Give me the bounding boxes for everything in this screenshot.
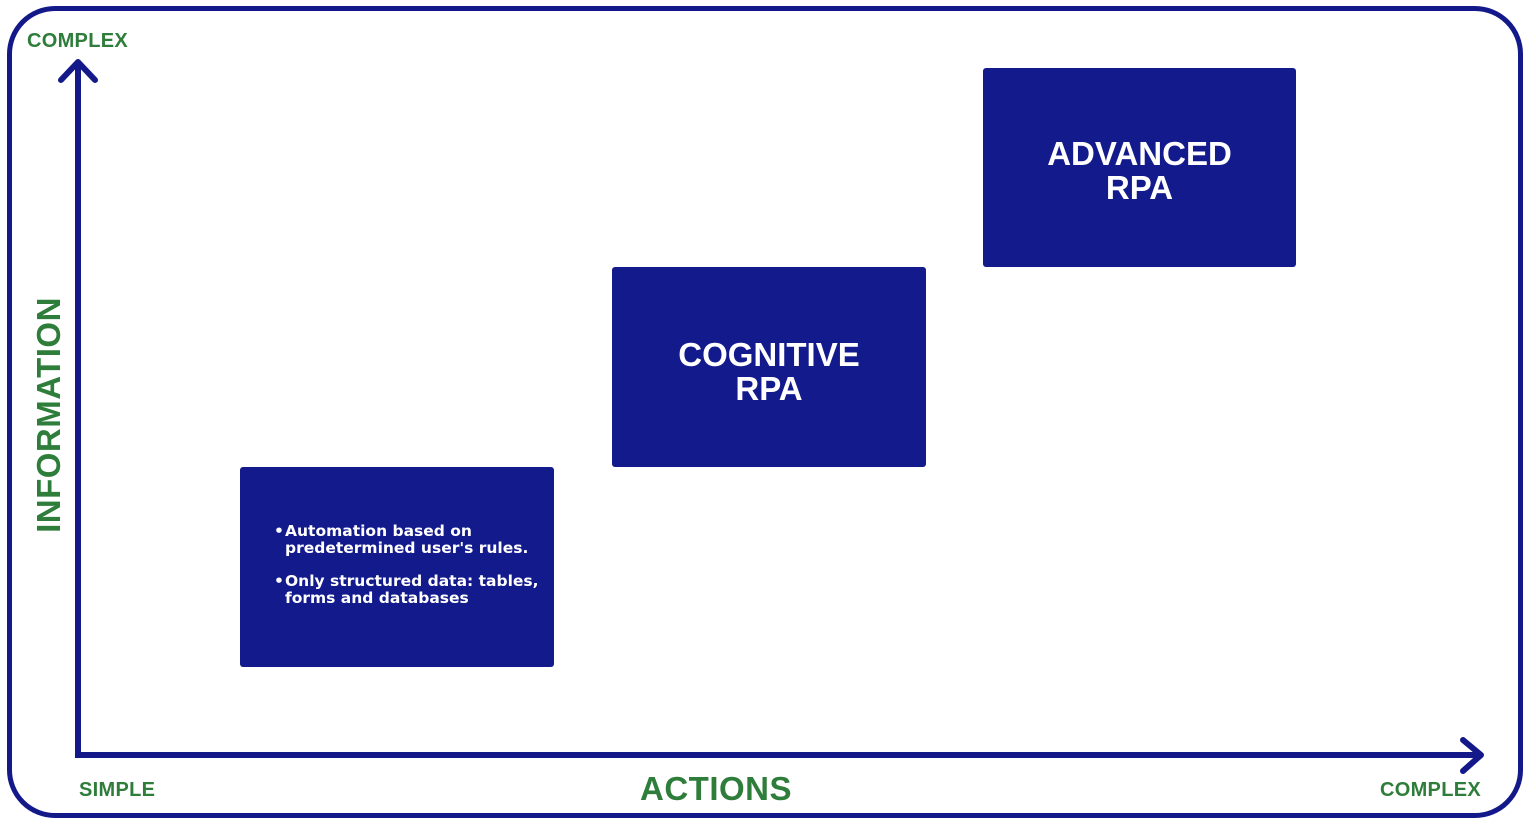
cognitive-title-line1: COGNITIVE (678, 336, 860, 373)
advanced-title-line2: RPA (1105, 169, 1174, 206)
x-axis-arrowhead (1460, 737, 1484, 774)
advanced-rpa-title: ADVANCED RPA (983, 137, 1296, 205)
bullet-item: Only structured data: tables, forms and … (274, 573, 544, 607)
cognitive-rpa-box: COGNITIVE RPA (612, 267, 926, 467)
y-axis-top-label: COMPLEX (27, 30, 128, 52)
x-axis-right-label: COMPLEX (1380, 779, 1481, 801)
basic-rpa-box: Automation based on predetermined user's… (240, 467, 554, 667)
cognitive-rpa-title: COGNITIVE RPA (612, 338, 926, 406)
advanced-rpa-box: ADVANCED RPA (983, 68, 1296, 267)
x-axis-title: ACTIONS (640, 770, 792, 807)
basic-rpa-bullets: Automation based on predetermined user's… (274, 523, 544, 623)
y-axis-arrowhead (58, 59, 98, 83)
cognitive-title-line2: RPA (735, 370, 803, 407)
advanced-title-line1: ADVANCED (1047, 135, 1232, 172)
bullet-item: Automation based on predetermined user's… (274, 523, 544, 557)
y-axis-title: INFORMATION (30, 297, 67, 533)
x-axis-left-label: SIMPLE (79, 779, 156, 801)
